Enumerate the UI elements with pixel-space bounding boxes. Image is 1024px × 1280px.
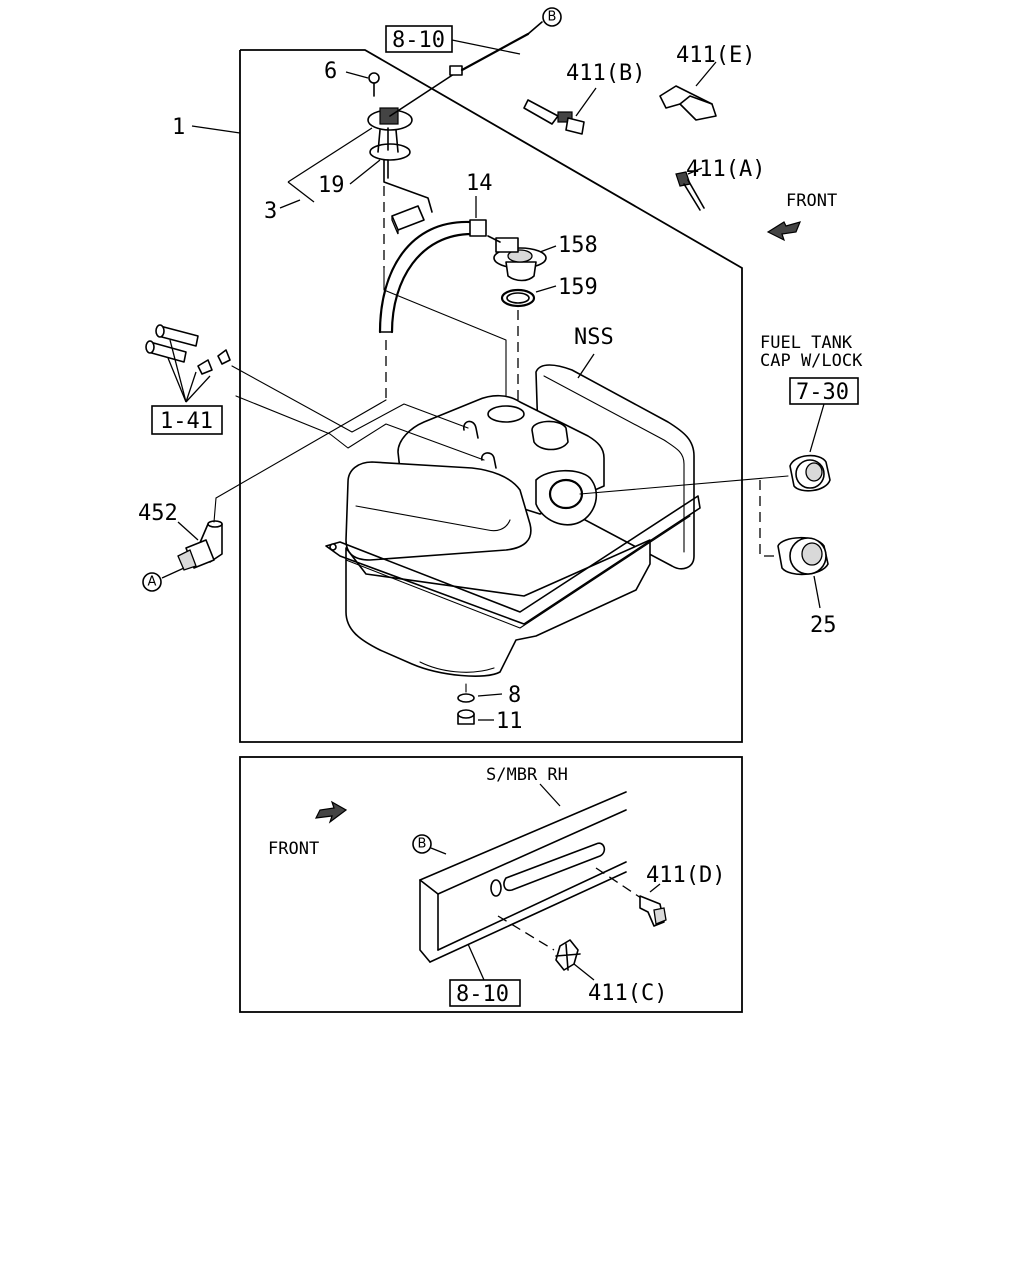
callout-part-6: 6 xyxy=(324,59,337,84)
ref-circle-b-lower-text: B xyxy=(418,837,427,852)
clip-411b: 411(B) xyxy=(523,61,645,135)
ref-8-10-text: 8-10 xyxy=(392,28,445,53)
hose-14: 14 xyxy=(378,171,493,400)
callout-part-411e: 411(E) xyxy=(676,43,755,68)
filler-neck-158: 158 xyxy=(487,233,598,282)
fuel-sender-unit xyxy=(345,71,433,268)
drain-plug: 8 11 xyxy=(457,683,523,734)
ref-circle-b-lower[interactable] xyxy=(412,834,432,854)
ref-box-7-30[interactable] xyxy=(789,377,859,405)
ref-circle-b-top-text: B xyxy=(548,10,557,25)
clip-411c: 411(C) xyxy=(497,915,667,1006)
fuel-cap-with-lock xyxy=(789,454,831,492)
callout-nss: NSS xyxy=(574,325,614,350)
harness-wire xyxy=(389,73,455,117)
front-label-lower: FRONT xyxy=(268,839,319,859)
callout-part-411d: 411(D) xyxy=(646,863,725,888)
front-label-upper: FRONT xyxy=(786,191,837,211)
callout-part-411c: 411(C) xyxy=(588,981,667,1006)
callout-part-19: 19 xyxy=(318,173,345,198)
ref-box-1-41[interactable] xyxy=(151,405,223,435)
fuel-cap-note-line1: FUEL TANK xyxy=(760,333,853,353)
clip-411e: 411(E) xyxy=(659,43,755,121)
leader-part-1 xyxy=(191,125,241,134)
ref-box-8-10[interactable] xyxy=(385,25,453,53)
ref-circle-b-top[interactable] xyxy=(542,7,562,27)
ref-7-30-text: 7-30 xyxy=(796,380,849,405)
callout-part-158: 158 xyxy=(558,233,598,258)
fuel-tank: NSS xyxy=(325,325,701,677)
callout-part-159: 159 xyxy=(558,275,598,300)
callout-part-1: 1 xyxy=(172,115,185,140)
upper-panel-frame xyxy=(239,49,743,743)
fuel-cap-25: 25 xyxy=(777,536,837,638)
callout-member: S/MBR RH xyxy=(486,765,568,785)
ref-8-10-lower-text: 8-10 xyxy=(456,982,509,1007)
lower-panel: S/MBR RH FRONT B 411(D) xyxy=(239,756,743,1013)
callout-part-25: 25 xyxy=(810,613,837,638)
callout-part-411a: 411(A) xyxy=(686,157,765,182)
ref-circle-a-text: A xyxy=(148,575,157,590)
gasket-159: 159 xyxy=(500,275,598,412)
lower-panel-frame xyxy=(239,756,743,1013)
fuel-pipes-1-41: 1-41 xyxy=(145,324,485,499)
clip-411d: 411(D) xyxy=(595,863,725,927)
ref-1-41-text: 1-41 xyxy=(160,409,213,434)
upper-panel: 1 19 3 6 xyxy=(138,7,863,743)
callout-part-14: 14 xyxy=(466,171,493,196)
front-arrow-lower xyxy=(314,800,348,824)
side-member-rh: B xyxy=(412,791,627,963)
callout-part-411b: 411(B) xyxy=(566,61,645,86)
callout-part-8: 8 xyxy=(508,683,521,708)
ref-circle-a[interactable] xyxy=(142,572,162,592)
callout-part-452: 452 xyxy=(138,501,178,526)
front-arrow-upper xyxy=(766,221,802,242)
ref-box-8-10-lower[interactable] xyxy=(449,979,521,1007)
callout-part-11: 11 xyxy=(496,709,523,734)
clip-411a: 411(A) xyxy=(675,157,765,211)
fuel-cap-note-line2: CAP W/LOCK xyxy=(760,351,863,371)
elbow-452: 452 A xyxy=(138,497,223,592)
callout-part-3: 3 xyxy=(264,199,277,224)
